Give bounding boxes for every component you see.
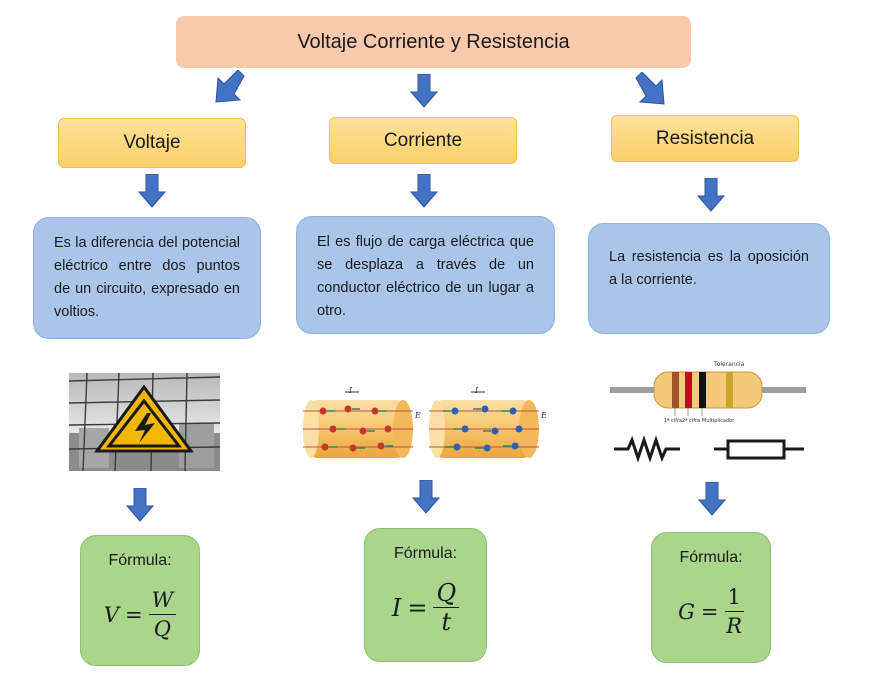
arrow-down-icon (697, 178, 725, 212)
band2-label: 2ª cifra (682, 418, 700, 424)
formula-fraction: Q t (433, 581, 460, 636)
arrow-down-icon (126, 488, 154, 522)
band1-label: 1ª cifra (664, 418, 682, 424)
current-label: I (348, 386, 353, 395)
current-flow-image: I E I E (303, 386, 546, 458)
formula-numerator: W (148, 588, 177, 615)
formula-denominator: Q (153, 617, 171, 641)
field-label: E (414, 411, 421, 420)
arrow-down-icon (138, 174, 166, 208)
formula-lhs: I (391, 593, 402, 622)
heading-resistencia: Resistencia (611, 115, 799, 162)
formula-voltaje: Fórmula: V = W Q (80, 535, 200, 666)
diagram-title: Voltaje Corriente y Resistencia (176, 16, 691, 68)
formula-corriente: Fórmula: I = Q t (364, 528, 487, 662)
heading-voltaje: Voltaje (58, 118, 246, 168)
arrow-down-right-icon (635, 72, 665, 105)
arrow-down-icon (412, 480, 440, 514)
description-corriente: El es flujo de carga eléctrica que se de… (296, 216, 555, 334)
formula-numerator: Q (433, 581, 460, 608)
formula-denominator: R (726, 614, 743, 638)
formula-denominator: t (441, 608, 452, 636)
formula-numerator: 1 (724, 585, 744, 612)
arrow-down-left-icon (215, 70, 245, 103)
formula-expression: I = Q t (391, 581, 460, 636)
formula-resistencia: Fórmula: G = 1 R (651, 532, 771, 663)
resistor-image: Tolerancia 1ª cifra 2ª cifra Multiplicad… (610, 361, 806, 463)
arrow-down-icon (410, 174, 438, 208)
formula-equals: = (124, 602, 143, 627)
formula-expression: G = 1 R (678, 585, 744, 638)
description-resistencia: La resistencia es la oposición a la corr… (588, 223, 830, 334)
current-label: I (474, 386, 479, 395)
formula-equals: = (700, 599, 719, 624)
description-voltaje: Es la diferencia del potencial eléctrico… (33, 217, 261, 339)
arrow-down-icon (698, 482, 726, 516)
high-voltage-warning-image (69, 373, 220, 471)
formula-label: Fórmula: (679, 549, 743, 566)
formula-equals: = (407, 593, 428, 622)
formula-fraction: W Q (148, 588, 177, 641)
formula-lhs: V (103, 602, 119, 627)
formula-fraction: 1 R (724, 585, 744, 638)
formula-label: Fórmula: (108, 552, 172, 569)
arrow-down-icon (410, 74, 438, 108)
formula-label: Fórmula: (393, 545, 458, 562)
field-label: E (540, 411, 546, 420)
formula-expression: V = W Q (103, 588, 177, 641)
multiplier-label: Multiplicador (702, 418, 735, 424)
formula-lhs: G (678, 599, 695, 624)
heading-corriente: Corriente (329, 117, 517, 164)
tolerance-label: Tolerancia (713, 361, 745, 368)
